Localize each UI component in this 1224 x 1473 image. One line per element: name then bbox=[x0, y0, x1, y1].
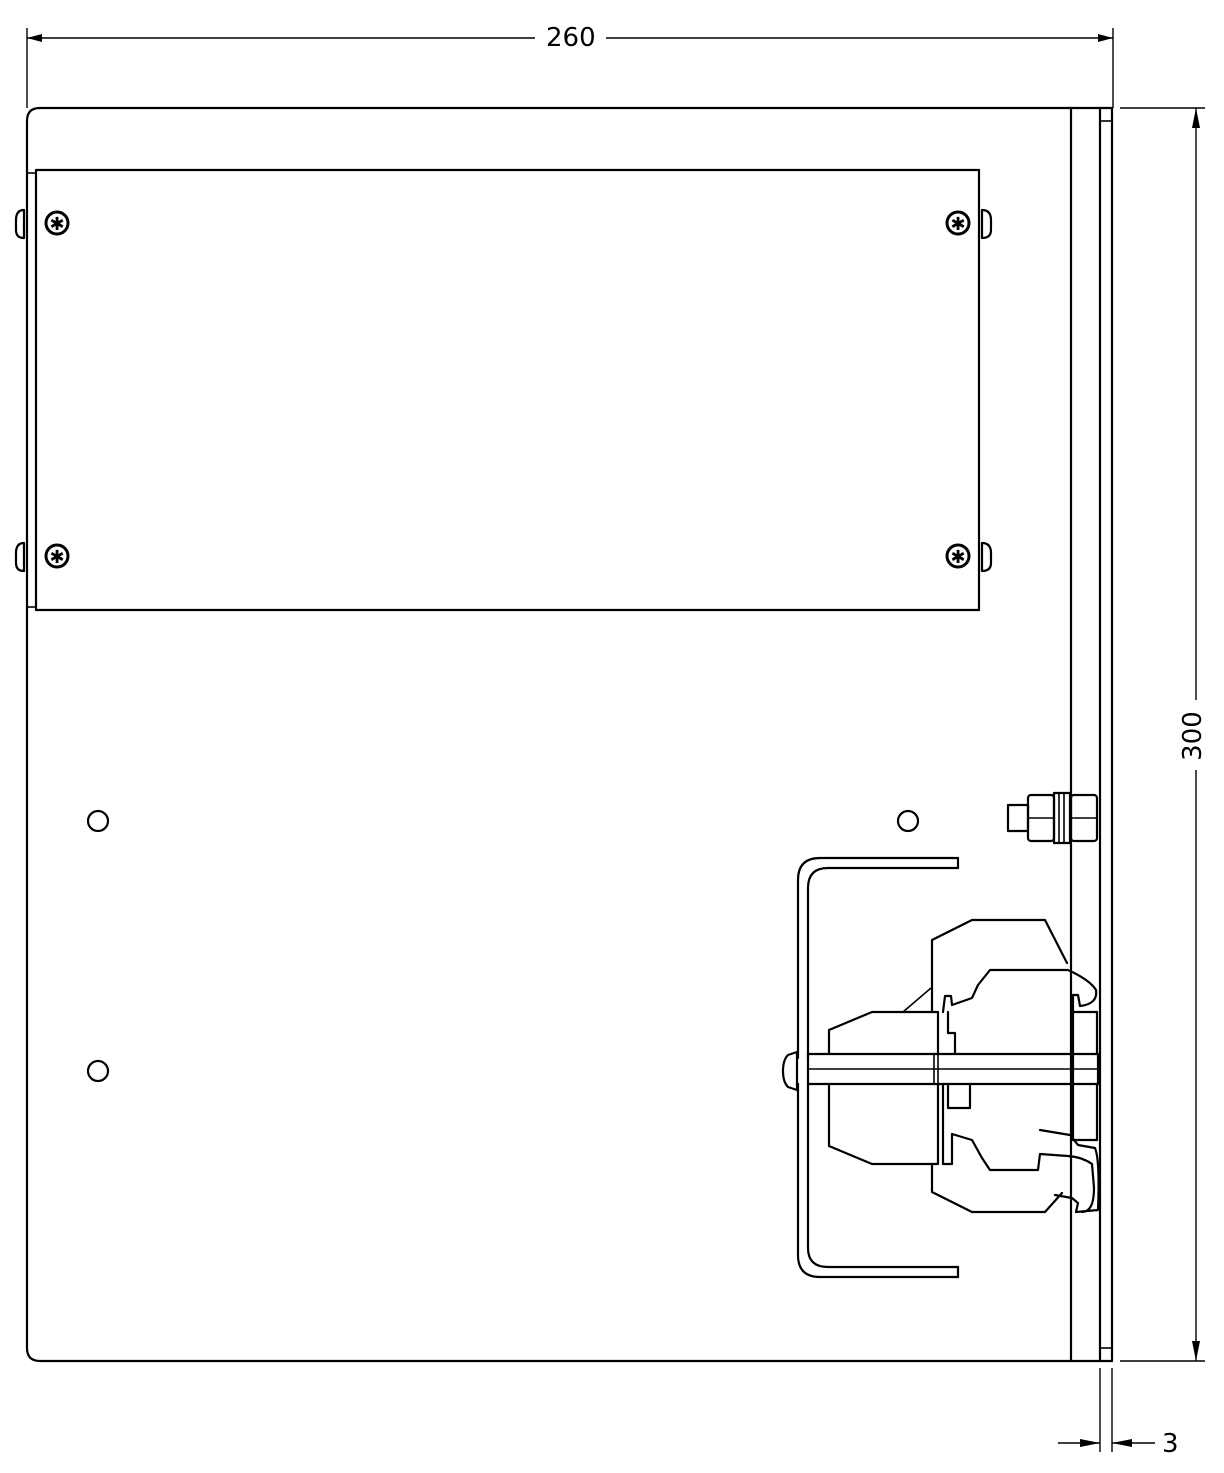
side-flange bbox=[1069, 106, 1114, 1363]
screw-icon: ✱ bbox=[945, 210, 971, 236]
dimension-width bbox=[26, 28, 1114, 108]
mounting-holes bbox=[86, 809, 920, 1083]
screw-icon: ✱ bbox=[945, 543, 971, 569]
svg-text:✱: ✱ bbox=[49, 547, 64, 568]
dimension-flange-thickness-label: 3 bbox=[1158, 1430, 1183, 1458]
dimension-height bbox=[1120, 107, 1205, 1362]
din-rail-terminal-block bbox=[806, 918, 1100, 1214]
enclosure-body bbox=[25, 106, 1073, 1363]
cover-plate bbox=[14, 168, 993, 612]
ground-bolt bbox=[1006, 791, 1099, 845]
svg-text:✱: ✱ bbox=[950, 214, 965, 235]
svg-text:✱: ✱ bbox=[950, 547, 965, 568]
dimension-width-label: 260 bbox=[538, 24, 604, 52]
dimension-flange-thickness bbox=[1058, 1368, 1155, 1452]
din-rail-bracket bbox=[781, 856, 960, 1279]
screw-icon: ✱ bbox=[44, 210, 70, 236]
dimension-height-label: 300 bbox=[1178, 703, 1208, 769]
screw-icon: ✱ bbox=[44, 543, 70, 569]
svg-text:✱: ✱ bbox=[49, 214, 64, 235]
